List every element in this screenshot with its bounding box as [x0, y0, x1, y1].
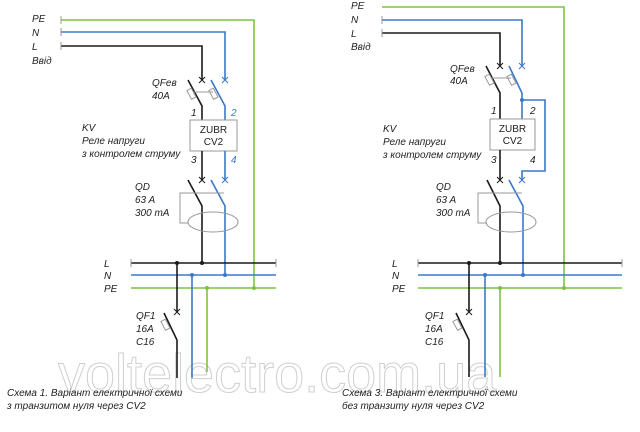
rcd-name: QD [436, 182, 451, 193]
relay-box-line1: ZUBR [200, 125, 227, 136]
input-label-pe: PE [351, 1, 365, 12]
pe-bus-junction [252, 286, 256, 290]
bus-label-l: L [392, 259, 398, 270]
relay-box-line1: ZUBR [499, 124, 526, 135]
relay-designation: KV [82, 123, 97, 134]
relay-box [189, 119, 238, 152]
input-breaker-symbol [484, 62, 526, 120]
input-breaker-rating: 40A [450, 76, 468, 87]
relay-terminal-4: 4 [231, 155, 237, 166]
input-label-n: N [32, 28, 40, 39]
relay-box-line2: CV2 [204, 137, 224, 148]
branch-breaker-curve: C16 [425, 337, 444, 348]
bus-label-pe: PE [104, 284, 118, 295]
l-bus-junction [498, 261, 502, 265]
relay-box [489, 118, 536, 151]
l-input-wire [61, 45, 203, 80]
bus-label-n: N [392, 271, 400, 282]
relay-terminal-3: 3 [491, 155, 497, 166]
relay-box-line2: CV2 [503, 136, 523, 147]
scheme-3: PE N L Ввід QFев 40A ZUBR CV2 1 2 3 4 KV… [342, 1, 623, 412]
bus-label-n: N [104, 271, 112, 282]
relay-desc-line2: з контролем струму [81, 149, 181, 160]
input-label-n: N [351, 15, 359, 26]
rcd-rating: 63 A [135, 195, 156, 206]
relay-designation: KV [383, 124, 398, 135]
relay-terminal-2: 2 [529, 106, 536, 117]
input-label-l: L [32, 42, 38, 53]
pe-input-wire [382, 6, 565, 290]
branch-breaker-curve: C16 [136, 337, 155, 348]
branch-breaker-symbol [163, 312, 178, 378]
n-input-wire [61, 31, 226, 80]
caption-line1: Схема 1. Варіант електричної схеми [7, 388, 183, 399]
bus-label-l: L [104, 259, 110, 270]
n-bus-junction [521, 273, 525, 277]
input-breaker-rating: 40A [152, 91, 170, 102]
relay-terminal-3: 3 [191, 155, 197, 166]
n-bypass-wire [521, 99, 546, 180]
caption-line2: з транзитом нуля через CV2 [6, 401, 146, 412]
caption-line2: без транзиту нуля через CV2 [342, 400, 485, 412]
rcd-name: QD [135, 182, 150, 193]
relay-terminal-4: 4 [530, 155, 536, 166]
pe-input-wire [61, 19, 255, 290]
branch-breaker-name: QF1 [136, 311, 155, 322]
rcd-leakage: 300 mA [135, 208, 170, 219]
input-breaker-name: QFев [450, 64, 475, 75]
rcd-rating: 63 A [436, 195, 457, 206]
relay-desc-line2: з контролем струму [382, 150, 482, 161]
pe-bus-junction [562, 286, 566, 290]
relay-terminal-2: 2 [230, 108, 237, 119]
n-input-wire [382, 19, 523, 66]
input-label-l: L [351, 29, 357, 40]
l-bus-junction [200, 261, 204, 265]
relay-terminal-1: 1 [191, 108, 197, 119]
rcd-leakage: 300 mA [436, 208, 471, 219]
relay-terminal-1: 1 [491, 106, 497, 117]
l-input-wire [382, 32, 501, 66]
input-breaker-symbol [186, 76, 229, 120]
input-label-input: Ввід [32, 56, 52, 67]
input-breaker-name: QFев [152, 78, 177, 89]
branch-breaker-rating: 16A [136, 324, 154, 335]
bus-label-pe: PE [392, 284, 406, 295]
relay-desc-line1: Реле напруги [383, 137, 446, 148]
relay-desc-line1: Реле напруги [82, 136, 145, 147]
scheme-1: PE N L Ввід QFев 40A ZUBR CV2 1 2 3 4 KV [6, 14, 277, 412]
n-bus-junction [223, 273, 227, 277]
branch-breaker-rating: 16A [425, 324, 443, 335]
rcd-symbol [477, 176, 537, 275]
input-label-pe: PE [32, 14, 46, 25]
branch-breaker-symbol [455, 312, 470, 377]
branch-breaker-name: QF1 [425, 311, 444, 322]
watermark: voltelectro.com.ua [58, 344, 497, 404]
rcd-symbol [179, 176, 239, 275]
caption-line1: Схема 3. Варіант електричної схеми [342, 388, 518, 399]
input-label-input: Ввід [351, 42, 371, 53]
